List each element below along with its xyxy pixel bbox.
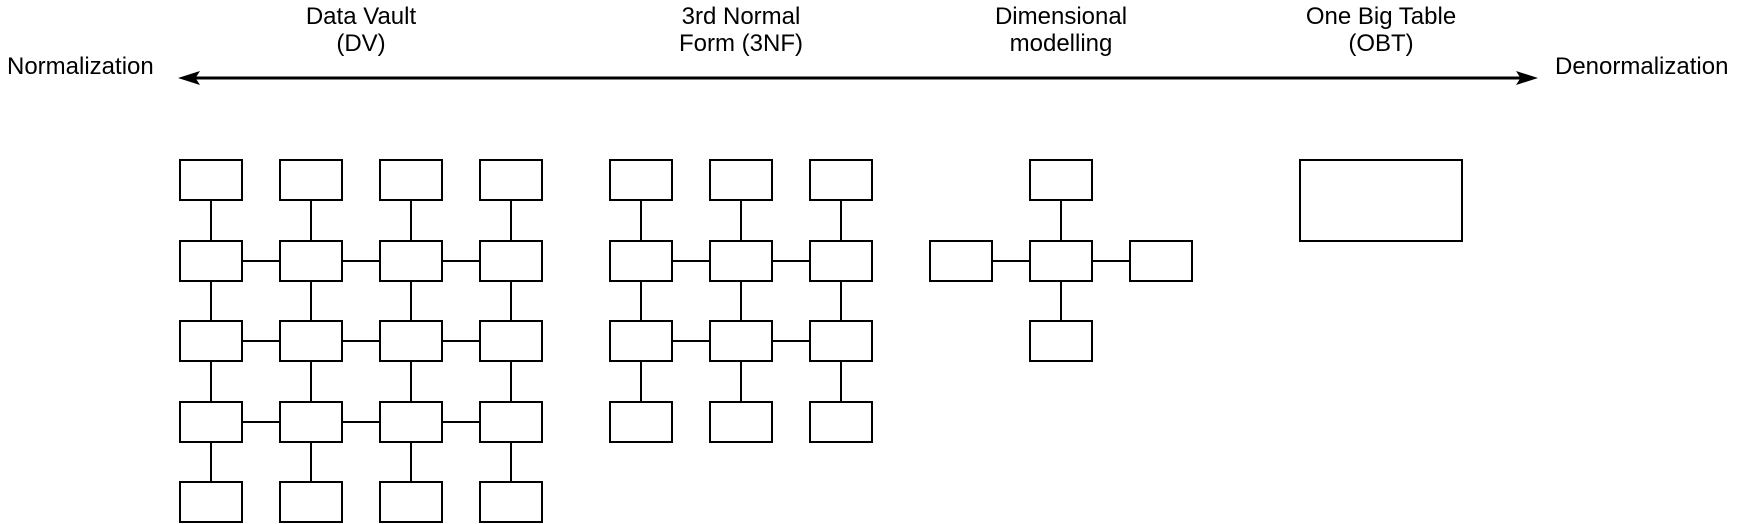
arrowhead-left-icon [178,71,200,85]
table-box [809,320,873,362]
label-line-2: (OBT) [1348,30,1414,57]
label-line-2: modelling [1009,30,1113,57]
table-box [609,320,673,362]
denormalization-label: Denormalization [1555,53,1729,80]
spectrum-arrow [178,71,1538,85]
table-box [379,401,443,443]
table-box [609,401,673,443]
data-vault-schema [179,159,543,523]
table-box [809,240,873,282]
table-box [279,401,343,443]
table-box [809,401,873,443]
one-big-table-label: One Big Table (OBT) [1306,3,1456,57]
table-box [709,159,773,201]
table-box [379,320,443,362]
table-box [479,481,543,523]
table-box [379,159,443,201]
table-box [179,401,243,443]
table-box [279,159,343,201]
dimensional-modelling-label: Dimensional modelling [995,3,1127,57]
table-box [279,481,343,523]
data-vault-label: Data Vault (DV) [306,3,416,57]
table-box [479,240,543,282]
table-box [179,240,243,282]
normalization-label: Normalization [7,53,154,80]
table-box [609,240,673,282]
label-line-1: One Big Table [1305,3,1457,30]
table-box [179,320,243,362]
one-big-table-schema [1299,159,1463,242]
label-line-1: Data Vault [305,3,417,30]
table-box [929,240,993,282]
table-box [279,240,343,282]
label-line-1: 3rd Normal [681,3,801,30]
table-box [609,159,673,201]
table-box [1029,240,1093,282]
label-line-1: Dimensional [994,3,1128,30]
label-line-2: Form (3NF) [679,30,803,57]
table-box [809,159,873,201]
dimensional-modelling-schema [929,159,1193,362]
table-box [709,401,773,443]
table-box [479,159,543,201]
table-box [279,320,343,362]
third-normal-form-label: 3rd Normal Form (3NF) [679,3,803,57]
table-box [709,320,773,362]
table-box [379,240,443,282]
label-line-2: (DV) [336,30,386,57]
table-box [379,481,443,523]
table-box [179,481,243,523]
table-box [179,159,243,201]
table-box [479,401,543,443]
table-box [1129,240,1193,282]
arrowhead-right-icon [1516,71,1538,85]
third-normal-form-schema [609,159,873,443]
table-box [1299,159,1463,242]
table-box [1029,320,1093,362]
table-box [709,240,773,282]
table-box [1029,159,1093,201]
table-box [479,320,543,362]
